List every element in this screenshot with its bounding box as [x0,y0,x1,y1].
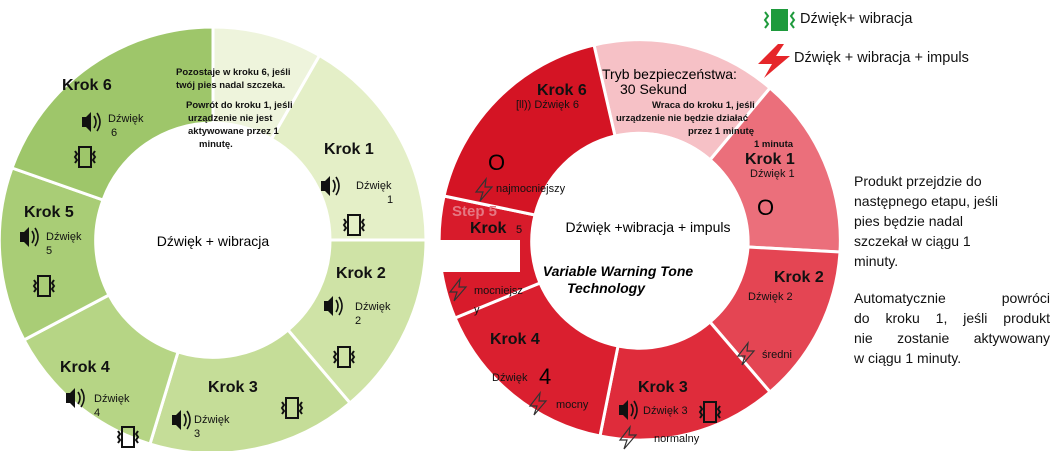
left-step3-num: 3 [194,428,200,440]
left-center-label: Dźwięk + wibracja [157,233,270,249]
left-step6-sound: Dźwięk [108,113,144,125]
left-step1-num: 1 [387,194,393,206]
description-line: w ciągu 1 minuty. [854,350,962,366]
right-step4-level: mocny [556,399,589,411]
description-line: Automatycznie powróci [854,290,1050,306]
left-step2-num: 2 [355,315,361,327]
right-step6-level: najmocniejszy [496,183,566,195]
left-ring: Dźwięk + wibracja Pozostaje w kroku 6, j… [0,25,428,451]
legend-shock: Dźwięk + wibracja + impuls [794,50,969,66]
right-step2-sound: Dźwięk 2 [748,291,793,303]
vibration-legend-icon [763,9,796,31]
left-segment-step3 [148,327,353,451]
right-step6-mark: O [488,150,505,175]
return-line3: przez 1 minutę [688,126,754,137]
right-step4-num: 4 [539,364,551,389]
legend-shock-label: Dźwięk + wibracja + impuls [794,50,969,66]
description-line: Produkt przejdzie do [854,173,982,189]
left-step5-num: 5 [46,245,52,257]
safe-mode-label: Tryb bezpieczeństwa: [602,66,737,82]
description-line: nie zostanie aktywowany [854,330,1050,346]
left-step1-sound: Dźwięk [356,180,392,192]
right-step5-num: 5 [516,224,522,236]
right-step3-sound: Dźwięk 3 [643,405,688,417]
left-step2-sound: Dźwięk [355,301,391,313]
left-note-line1: Pozostaje w kroku 6, jeśli [176,67,291,78]
left-note-line6: minutę. [199,139,233,150]
left-step1-title: Krok 1 [324,141,374,158]
description-line: szczekał w ciągu 1 [854,233,971,249]
right-step4-title: Krok 4 [490,331,540,348]
return-line1: Wraca do kroku 1, jeśli [652,100,755,111]
left-step4-sound: Dźwięk [94,393,130,405]
description-line: minuty. [854,253,899,269]
left-step5-title: Krok 5 [24,204,74,221]
description-paragraph-2: Automatycznie powróci do kroku 1, jeśli … [854,288,1050,368]
description-line: następnego etapu, jeśli [854,193,998,209]
right-step6-sound: [ll)) Dźwięk 6 [516,99,579,111]
right-step5-level1: mocniejsz [474,285,523,297]
right-step2-level: średni [762,349,792,361]
return-line2: urządzenie nie będzie działać [616,113,748,124]
tech-line2: Technology [567,280,646,296]
left-step3-title: Krok 3 [208,379,258,396]
right-step6-title: Krok 6 [537,82,587,99]
left-note-line5: aktywowane przez 1 [188,126,280,137]
left-note-line2: twój pies nadal szczeka. [176,80,285,91]
right-step3-title: Krok 3 [638,379,688,396]
right-ring-notch [440,240,520,272]
one-minute-label: 1 minuta [754,139,794,150]
legend-vibration-label: Dźwięk+ wibracja [800,11,913,27]
left-note-line3: Powrót do kroku 1, jeśli [186,100,293,111]
left-step4-title: Krok 4 [60,359,110,376]
right-step2-title: Krok 2 [774,269,824,286]
right-step1-mark: O [757,195,774,220]
left-step3-sound: Dźwięk [194,414,230,426]
right-step3-level: normalny [654,433,700,445]
left-step6-num: 6 [111,127,117,139]
right-step4-sound: Dźwięk [492,372,528,384]
tech-line1: Variable Warning Tone [543,263,694,279]
right-step5-title: Krok [470,220,507,237]
left-step5-sound: Dźwięk [46,231,82,243]
right-step1-title: Krok 1 [745,151,795,168]
left-step6-title: Krok 6 [62,77,112,94]
left-step4-num: 4 [94,407,100,419]
description-line: pies będzie nadal [854,213,963,229]
safe-mode-time: 30 Sekund [620,81,687,97]
right-step1-sound: Dźwięk 1 [750,168,795,180]
right-ring: Dźwięk +wibracja + impuls Variable Warni… [437,38,842,450]
legend-vibration: Dźwięk+ wibracja [800,11,912,27]
description-paragraph-1: Produkt przejdzie do następnego etapu, j… [854,171,1054,271]
left-note-line4: urządzenie nie jest [188,113,273,124]
right-step5-ghost-label: Step 5 [452,203,497,220]
left-step2-title: Krok 2 [336,265,386,282]
description-line: do kroku 1, jeśli produkt [854,310,1050,326]
right-step5-level2: y [474,304,480,316]
right-center-label: Dźwięk +wibracja + impuls [566,219,731,235]
shock-legend-icon [758,44,790,78]
